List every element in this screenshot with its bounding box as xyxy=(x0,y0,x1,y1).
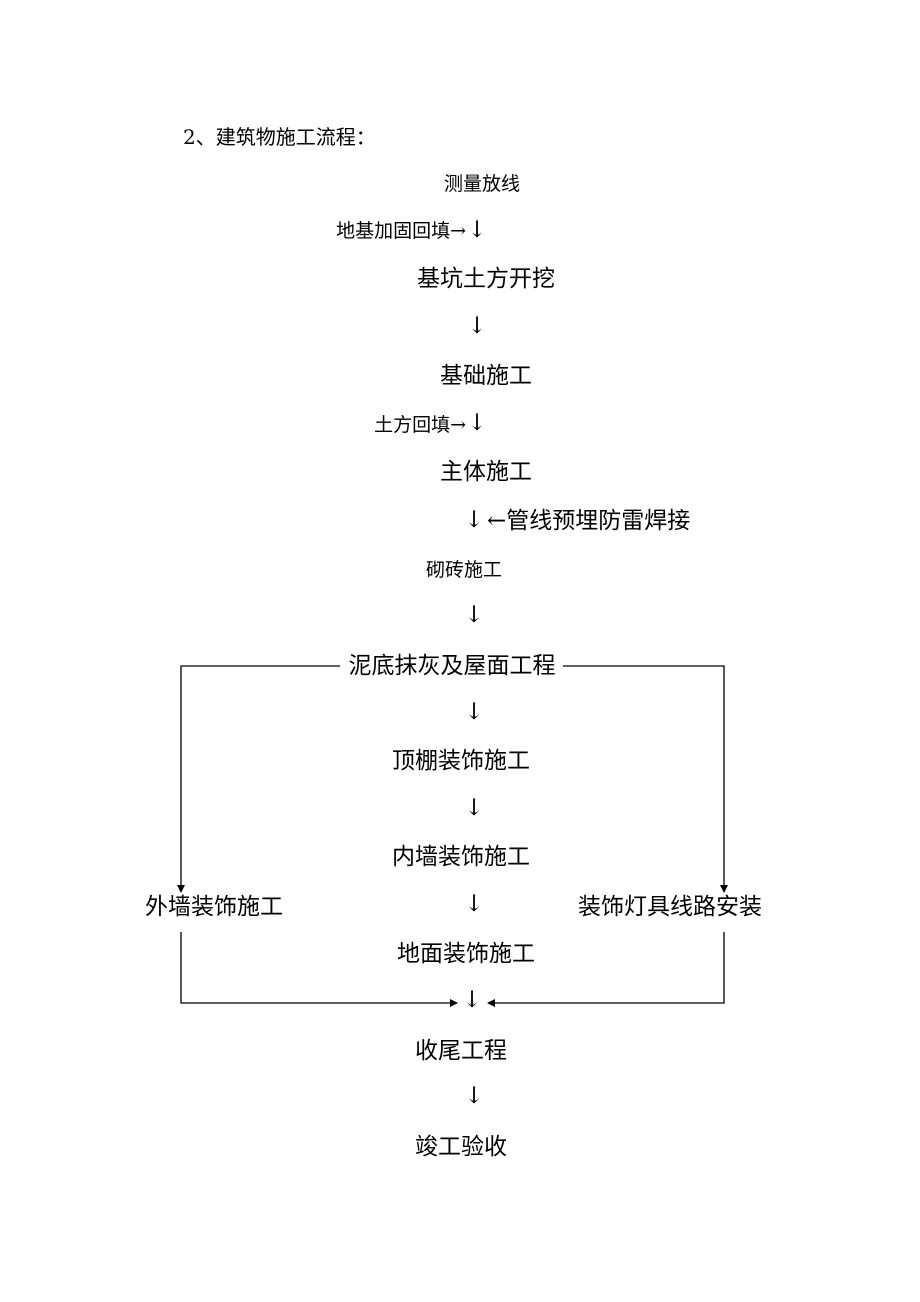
step-lighting: 装饰灯具线路安装 xyxy=(578,894,762,920)
down-arrow: ↓ xyxy=(467,410,487,436)
side-earth-backfill: 土方回填→ xyxy=(374,414,466,436)
step-masonry: 砌砖施工 xyxy=(425,559,503,581)
step-finishing: 收尾工程 xyxy=(415,1038,507,1064)
step-foundation: 基础施工 xyxy=(440,363,532,389)
page-heading: 2、建筑物施工流程： xyxy=(183,125,376,149)
step-plastering-roof: 泥底抹灰及屋面工程 xyxy=(348,653,556,679)
connector-to-lighting xyxy=(563,665,728,893)
step-ceiling: 顶棚装饰施工 xyxy=(392,748,530,774)
step-interior-wall: 内墙装饰施工 xyxy=(392,844,530,870)
step-survey: 测量放线 xyxy=(443,173,521,195)
step-pit-excavation: 基坑土方开挖 xyxy=(417,266,555,292)
connector-from-lighting xyxy=(487,932,725,1007)
step-acceptance: 竣工验收 xyxy=(415,1134,507,1160)
down-arrow: ↓ xyxy=(467,313,487,339)
down-arrow: ↓ xyxy=(462,987,482,1013)
connector-from-exterior-wall xyxy=(180,932,458,1007)
step-floor: 地面装饰施工 xyxy=(397,941,535,967)
down-arrow: ↓ xyxy=(464,699,484,725)
side-foundation-backfill: 地基加固回填→ xyxy=(336,220,466,242)
down-arrow: ↓ xyxy=(464,795,484,821)
down-arrow: ↓ xyxy=(464,602,484,628)
step-main-structure: 主体施工 xyxy=(440,459,532,485)
down-arrow: ↓ xyxy=(464,891,484,917)
down-arrow: ↓ xyxy=(467,217,487,243)
side-pipes-lightning: ←管线预埋防雷焊接 xyxy=(487,508,691,534)
step-exterior-wall: 外墙装饰施工 xyxy=(145,894,283,920)
down-arrow: ↓ xyxy=(464,507,484,533)
down-arrow: ↓ xyxy=(464,1083,484,1109)
connector-to-exterior-wall xyxy=(177,665,340,893)
